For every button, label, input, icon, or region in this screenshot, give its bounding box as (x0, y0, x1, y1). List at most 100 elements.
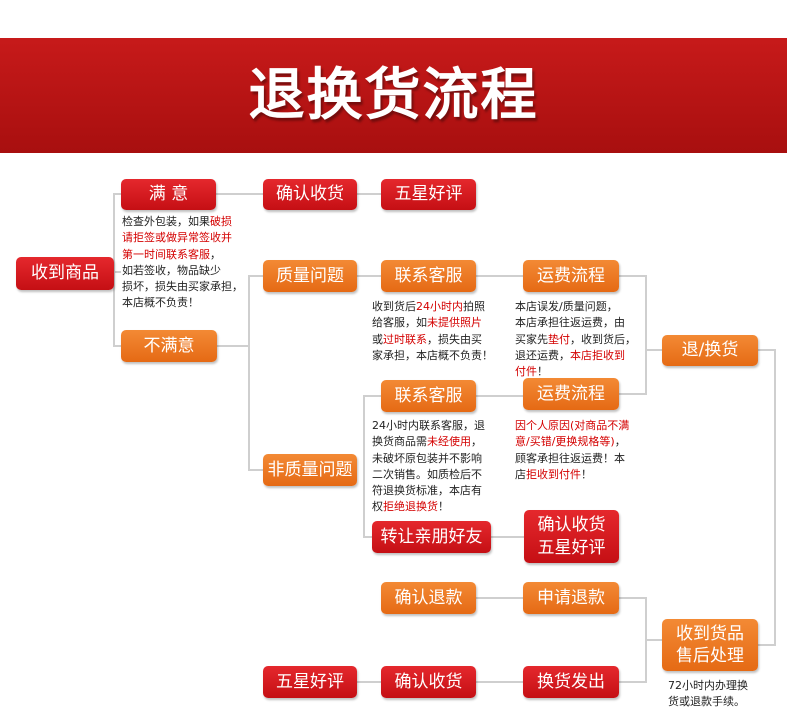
note-text: ， (471, 435, 482, 449)
apply-refund-node: 申请退款 (523, 582, 619, 614)
confirm-refund-node: 确认退款 (381, 582, 476, 614)
note-text: ！ (438, 500, 449, 514)
note-text: 家承担，本店概不负责！ (372, 348, 493, 362)
note-text: 货或退款手续。 (668, 695, 745, 709)
after-sales-note: 72小时内办理换货或退款手续。 (668, 678, 778, 711)
note-line: 符退换货标准，本店有 (372, 483, 512, 499)
highlight-text: 因个人原因(对商品不满 (515, 419, 630, 432)
page-title: 退换货流程 (248, 63, 539, 128)
highlight-text: 破损 (210, 215, 232, 228)
note-text: 拍照 (463, 300, 485, 313)
highlight-text: 过时联系 (383, 332, 427, 346)
note-line: 付件！ (515, 364, 645, 380)
note-line: 损坏，损失由买家承担， (122, 279, 252, 295)
contact-service-node: 联系客服 (381, 380, 476, 412)
note-text: 72小时内办理换 (668, 679, 748, 692)
note-text: 换货商品需 (372, 435, 427, 449)
quality-contact-note: 收到货后24小时内拍照给客服，如未提供照片或过时联系，损失由买家承担，本店概不负… (372, 299, 512, 364)
note-line: 未破坏原包装并不影响 (372, 451, 512, 467)
non-quality-issue-node: 非质量问题 (263, 454, 357, 486)
quality-issue-node: 质量问题 (263, 260, 357, 292)
note-line: 检查外包装，如果破损 (122, 214, 252, 230)
ship-exchange-node: 换货发出 (523, 666, 619, 698)
note-line: 货或退款手续。 (668, 694, 778, 710)
note-text: 权 (372, 500, 383, 514)
note-text: 二次销售。如质检后不 (372, 467, 482, 481)
note-text: 未破坏原包装并不影响 (372, 451, 482, 465)
note-text: 本店承担往返运费，由 (515, 316, 625, 330)
highlight-text: 垫付 (548, 332, 570, 346)
dissatisfied-node: 不满意 (121, 330, 217, 362)
note-line: 如若签收，物品缺少 (122, 263, 252, 279)
highlight-text: 本店拒收到 (570, 348, 625, 362)
note-text: 顾客承担往返运费！本 (515, 451, 625, 465)
return-exchange-node: 退/换货 (662, 335, 758, 366)
five-star-review-node: 五星好评 (381, 179, 476, 210)
shipping-process-node: 运费流程 (523, 378, 619, 410)
note-text: 损坏，损失由买家承担， (122, 280, 243, 294)
note-line: 因个人原因(对商品不满 (515, 418, 645, 434)
note-text: ，损失由买 (427, 332, 482, 346)
note-line: 或过时联系，损失由买 (372, 332, 512, 348)
highlight-text: 第一时间联系客服 (122, 247, 210, 261)
highlight-text: 拒收到付件 (526, 467, 581, 481)
note-line: 买家先垫付，收到货后， (515, 332, 645, 348)
note-line: 权拒绝退换货！ (372, 499, 512, 515)
five-star-review-node: 五星好评 (263, 666, 357, 698)
note-text: 24小时内联系客服，退 (372, 419, 485, 432)
contact-service-node: 联系客服 (381, 260, 476, 292)
confirm-five-star-node: 确认收货 五星好评 (524, 510, 619, 563)
note-line: 收到货后24小时内拍照 (372, 299, 512, 315)
note-line: 二次销售。如质检后不 (372, 467, 512, 483)
highlight-text: 未提供照片 (427, 316, 482, 330)
note-line: 本店承担往返运费，由 (515, 315, 645, 331)
note-text: ， (210, 247, 221, 261)
shipping-process-node: 运费流程 (523, 260, 619, 292)
note-text: 给客服，如 (372, 316, 427, 330)
note-text: 收到货后 (372, 300, 416, 313)
transfer-friend-node: 转让亲朋好友 (372, 521, 491, 553)
non-quality-contact-note: 24小时内联系客服，退换货商品需未经使用，未破坏原包装并不影响二次销售。如质检后… (372, 418, 512, 516)
note-line: 家承担，本店概不负责！ (372, 348, 512, 364)
confirm-receipt-node: 确认收货 (381, 666, 476, 698)
note-text: 退还运费， (515, 348, 570, 362)
note-text: 本店误发/质量问题， (515, 300, 618, 313)
note-text: 或 (372, 332, 383, 346)
note-line: 顾客承担往返运费！本 (515, 451, 645, 467)
confirm-receipt-node: 确认收货 (263, 179, 357, 210)
note-line: 24小时内联系客服，退 (372, 418, 512, 434)
note-text: 买家先 (515, 332, 548, 346)
highlight-text: 24小时内 (416, 300, 463, 313)
highlight-text: 意/买错/更换规格等) (515, 435, 615, 449)
highlight-text: 未经使用 (427, 435, 471, 449)
note-line: 本店概不负责！ (122, 295, 252, 311)
after-sales-node: 收到货品 售后处理 (662, 619, 758, 671)
note-text: ， (614, 435, 626, 449)
note-text: ！ (537, 365, 548, 379)
satisfied-node: 满 意 (121, 179, 216, 210)
highlight-text: 拒绝退换货 (383, 500, 438, 514)
note-line: 退还运费，本店拒收到 (515, 348, 645, 364)
quality-shipping-note: 本店误发/质量问题，本店承担往返运费，由买家先垫付，收到货后，退还运费，本店拒收… (515, 299, 645, 380)
non-quality-shipping-note: 因个人原因(对商品不满意/买错/更换规格等)，顾客承担往返运费！本店拒收到付件！ (515, 418, 645, 483)
inspect-package-note: 检查外包装，如果破损请拒签或做异常签收并第一时间联系客服，如若签收，物品缺少损坏… (122, 214, 252, 312)
note-line: 本店误发/质量问题， (515, 299, 645, 315)
note-text: 如若签收，物品缺少 (122, 263, 221, 277)
note-text: 本店概不负责！ (122, 296, 199, 310)
note-text: ，收到货后， (570, 332, 636, 346)
note-line: 请拒签或做异常签收并 (122, 230, 252, 246)
note-text: 符退换货标准，本店有 (372, 484, 482, 498)
title-banner: 退换货流程 (0, 38, 787, 153)
highlight-text: 请拒签或做异常签收并 (122, 231, 232, 245)
note-line: 店拒收到付件！ (515, 467, 645, 483)
note-text: 店 (515, 467, 526, 481)
receive-goods-node: 收到商品 (16, 257, 114, 290)
note-line: 第一时间联系客服， (122, 247, 252, 263)
note-line: 意/买错/更换规格等)， (515, 434, 645, 450)
note-text: ！ (581, 467, 592, 481)
note-line: 72小时内办理换 (668, 678, 778, 694)
note-line: 换货商品需未经使用， (372, 434, 512, 450)
note-line: 给客服，如未提供照片 (372, 315, 512, 331)
note-text: 检查外包装，如果 (122, 215, 210, 228)
